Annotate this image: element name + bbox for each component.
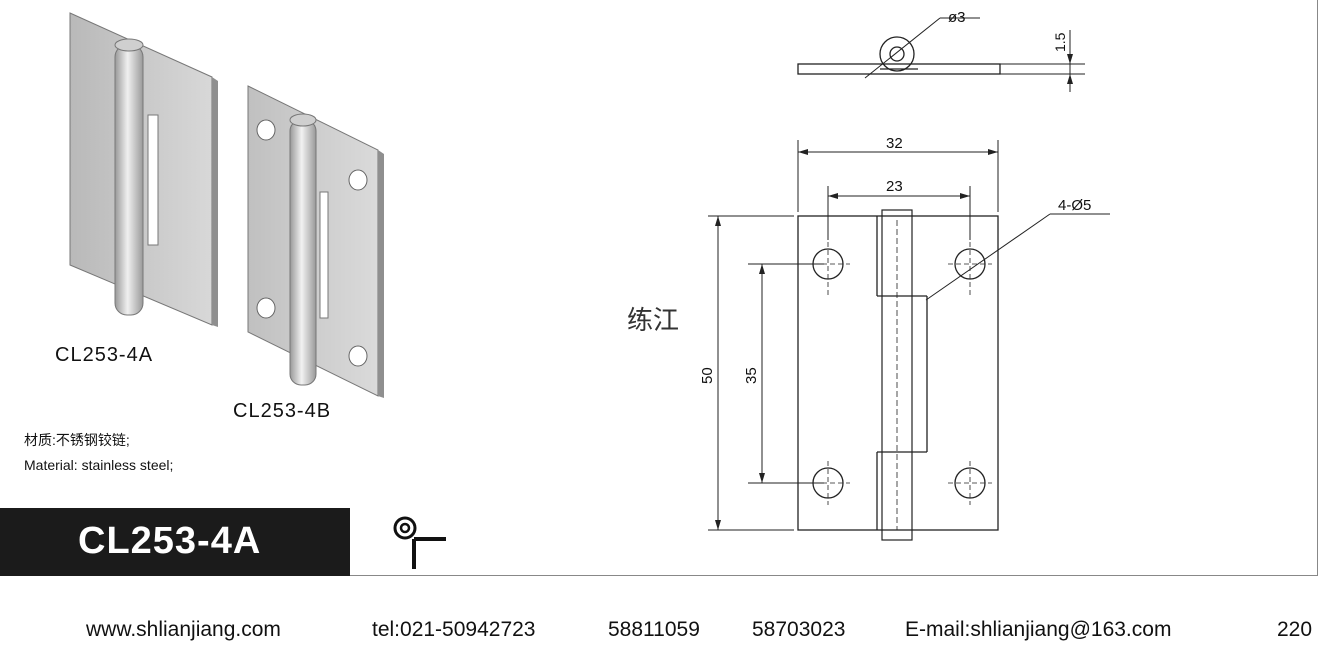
hinge-b-illustration [247, 85, 384, 398]
technical-drawing: ø3 1.5 32 23 4-Ø5 50 35 [699, 9, 1110, 541]
material-chinese: 材质:不锈钢铰链; [24, 432, 130, 448]
hinge-symbol-icon [393, 516, 446, 569]
dim-pin-diameter: ø3 [948, 9, 966, 26]
footer-tel: tel:021-50942723 [372, 618, 536, 641]
footer-tel-2: 58811059 [608, 618, 700, 641]
page-number: 220 [1277, 618, 1313, 641]
model-banner-text: CL253-4A [78, 520, 262, 562]
footer-website[interactable]: www.shlianjiang.com [86, 618, 281, 641]
model-banner: CL253-4A [0, 508, 350, 576]
dim-hole-callout: 4-Ø5 [1058, 197, 1091, 214]
dim-hole-spacing-v: 35 [743, 367, 760, 384]
catalog-frame [0, 0, 1318, 576]
product-a-label: CL253-4A [55, 344, 154, 366]
footer-email[interactable]: E-mail:shlianjiang@163.com [905, 618, 1172, 641]
product-b-label: CL253-4B [233, 400, 332, 422]
dim-thickness: 1.5 [1052, 32, 1068, 52]
material-english: Material: stainless steel; [24, 457, 174, 473]
dim-height-overall: 50 [699, 367, 716, 384]
dim-hole-spacing-h: 23 [886, 178, 903, 195]
brand-chinese-mark: 练江 [627, 306, 680, 336]
hinge-a-illustration [69, 12, 218, 327]
dim-width-overall: 32 [886, 135, 903, 152]
footer-tel-3: 58703023 [752, 618, 846, 641]
